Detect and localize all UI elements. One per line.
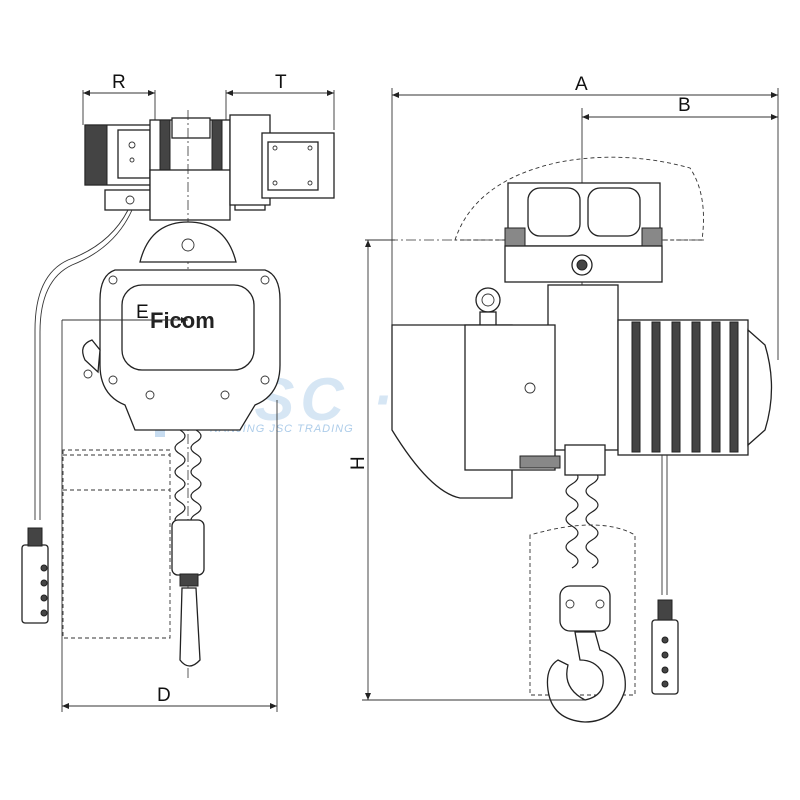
- dimension-t: T: [225, 72, 335, 130]
- beam-outline: [454, 156, 704, 241]
- dimension-e: E: [62, 302, 188, 323]
- dimension-r: R: [82, 72, 156, 125]
- dimension-a: A: [391, 74, 779, 360]
- dimension-b-label: B: [678, 95, 691, 116]
- dimension-e-label: E: [136, 302, 149, 323]
- motor-side: [617, 319, 773, 456]
- chain-bag-side: [529, 524, 636, 696]
- watermark-sub-text: NANJING JSC TRADING: [210, 423, 354, 435]
- hook-side: [546, 631, 626, 723]
- dimension-t-label: T: [275, 72, 287, 93]
- dimension-d: D: [61, 320, 278, 712]
- gearbox-side: [547, 284, 619, 451]
- dimension-r-label: R: [112, 72, 126, 93]
- trolley-motor-left-cap: [84, 124, 108, 186]
- front-view: R T: [21, 72, 335, 712]
- chain-bag-front: [62, 449, 171, 639]
- dimension-d-label: D: [157, 685, 171, 706]
- side-view: A B: [348, 74, 779, 723]
- dimension-a-label: A: [575, 74, 588, 95]
- hook-front: [179, 587, 201, 667]
- dimension-h: H: [348, 239, 585, 701]
- dimension-h-label: H: [348, 456, 369, 470]
